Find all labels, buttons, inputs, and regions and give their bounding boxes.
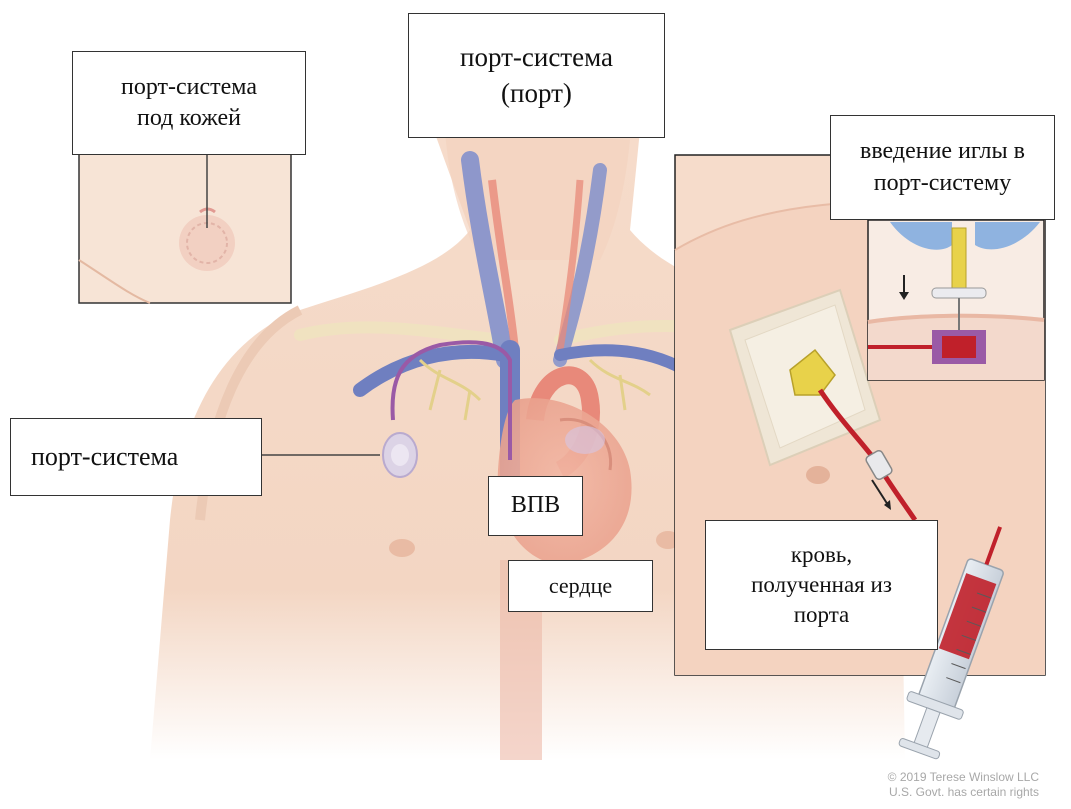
copyright-line2: U.S. Govt. has certain rights (888, 785, 1039, 800)
inset-port-under-skin (79, 150, 291, 303)
label-port-main-line2: (порт) (460, 76, 613, 111)
label-blood-line2: полученная из (751, 570, 892, 600)
label-port-system-text: порт-система (31, 440, 178, 474)
label-blood-line3: порта (751, 600, 892, 630)
copyright-notice: © 2019 Terese Winslow LLC U.S. Govt. has… (888, 770, 1039, 800)
copyright-line1: © 2019 Terese Winslow LLC (888, 770, 1039, 785)
label-port-under-skin: порт-система под кожей (72, 51, 306, 155)
label-needle-insertion-line1: введение иглы в (860, 136, 1025, 167)
label-svc-text: ВПВ (511, 490, 560, 521)
label-port-under-skin-line1: порт-система (121, 72, 257, 103)
label-port-under-skin-line2: под кожей (121, 103, 257, 134)
label-blood: кровь, полученная из порта (705, 520, 938, 650)
label-needle-insertion: введение иглы в порт-систему (830, 115, 1055, 220)
label-heart-text: сердце (549, 572, 612, 601)
label-svc: ВПВ (488, 476, 583, 536)
label-heart: сердце (508, 560, 653, 612)
label-port-main: порт-система (порт) (408, 13, 665, 138)
label-blood-line1: кровь, (751, 540, 892, 570)
label-port-system: порт-система (10, 418, 262, 496)
inset-needle-detail (868, 220, 1044, 380)
label-needle-insertion-line2: порт-систему (860, 168, 1025, 199)
label-port-main-line1: порт-система (460, 40, 613, 75)
